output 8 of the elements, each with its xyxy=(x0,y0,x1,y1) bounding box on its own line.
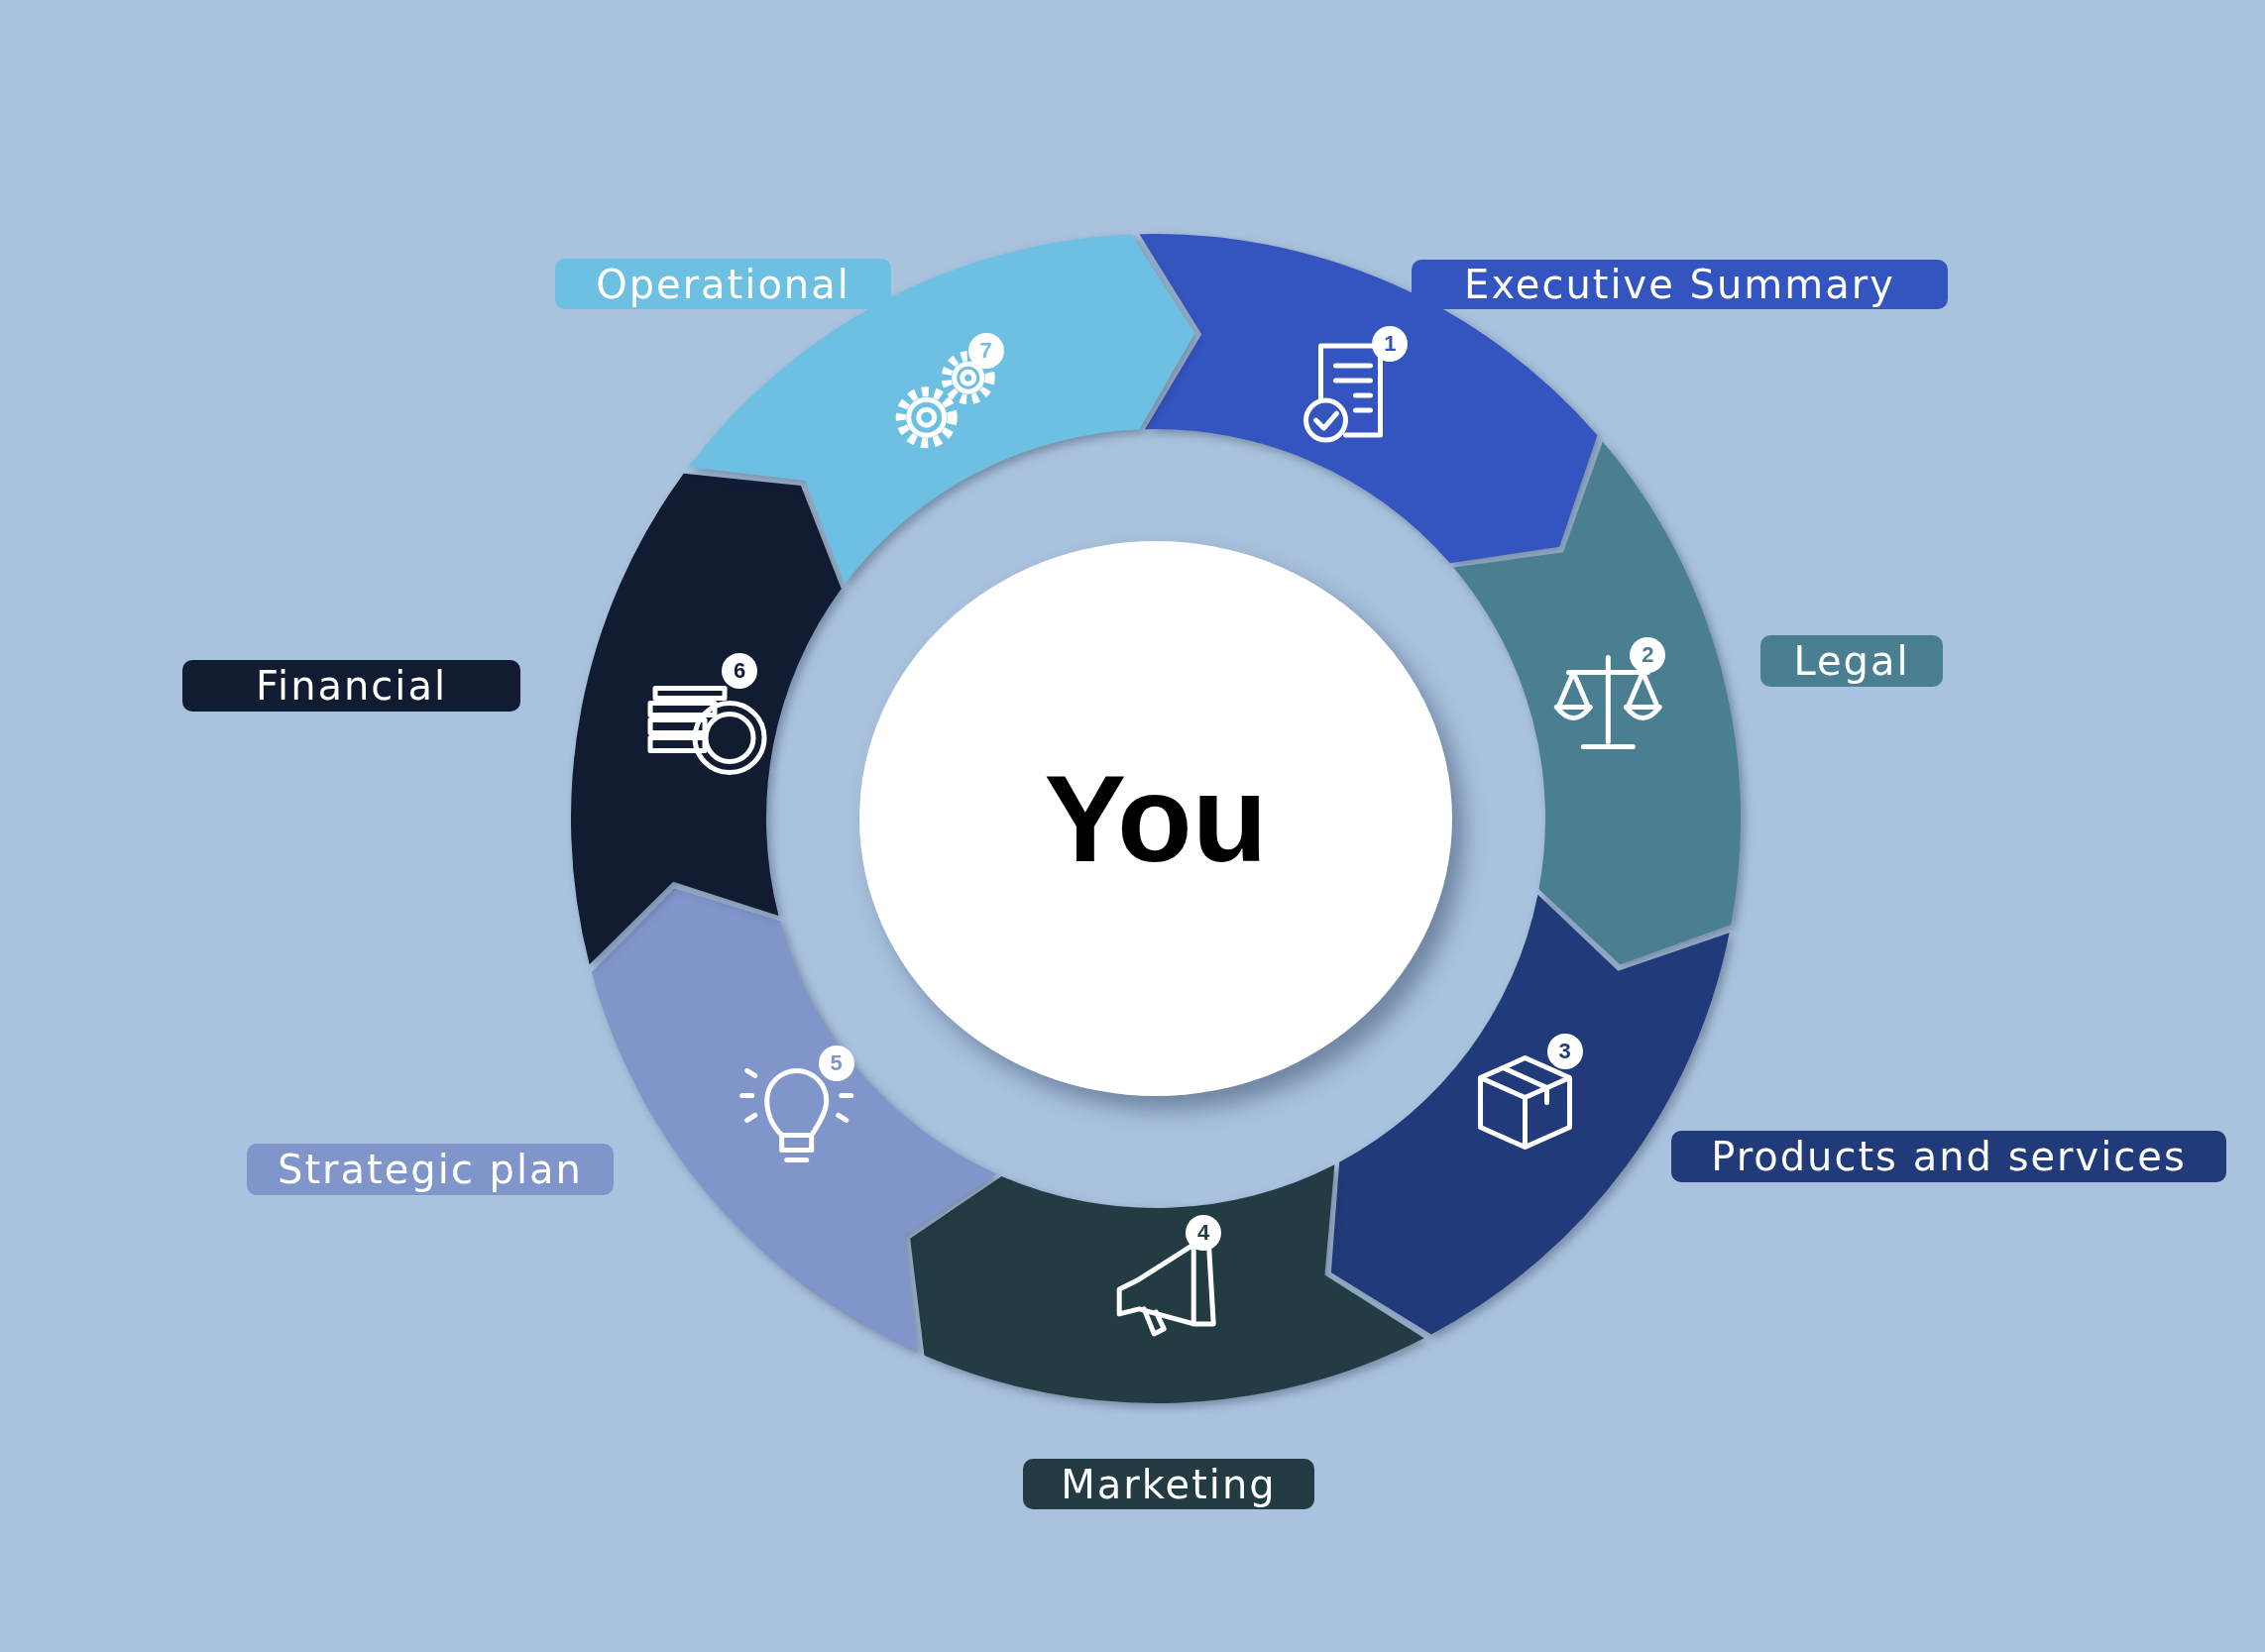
section-label: Operational xyxy=(555,259,891,309)
center-label: You xyxy=(1044,749,1268,889)
section-label: Legal xyxy=(1760,635,1943,687)
section-label: Executive Summary xyxy=(1412,260,1948,309)
section-label: Strategic plan xyxy=(247,1144,614,1195)
section-label: Marketing xyxy=(1023,1459,1314,1509)
section-label: Financial xyxy=(182,660,520,712)
section-label: Products and services xyxy=(1671,1131,2226,1182)
